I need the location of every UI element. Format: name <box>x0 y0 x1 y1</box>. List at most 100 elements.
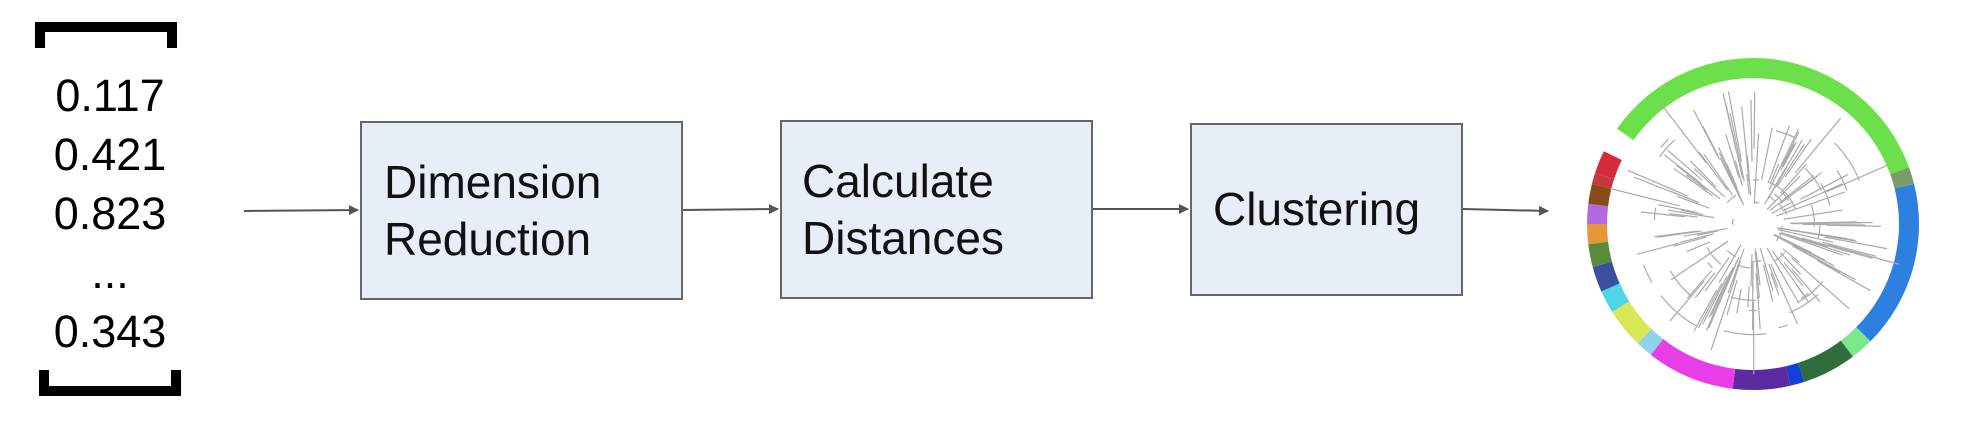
clustering-box: Clustering <box>1190 123 1463 296</box>
tree-branch <box>1669 280 1705 322</box>
tree-branch <box>1754 248 1760 299</box>
arrow-clustering-to-tree <box>1462 205 1549 216</box>
tree-branch <box>1698 282 1723 328</box>
ring-segment <box>1591 172 1615 189</box>
tree-branch <box>1786 234 1851 256</box>
tree-arc <box>1732 218 1734 225</box>
tree-branch <box>1741 106 1750 182</box>
tree-branch <box>1755 273 1759 299</box>
tree-branch <box>1761 127 1773 180</box>
tree-branch <box>1766 166 1788 201</box>
tree-branch <box>1668 209 1715 219</box>
tree-branch <box>1783 183 1843 211</box>
tree-branch <box>1693 289 1718 332</box>
tree-branch <box>1686 241 1711 253</box>
clustering-label: Clustering <box>1213 183 1421 235</box>
tree-branch <box>1782 238 1835 267</box>
tree-branch <box>1769 175 1815 211</box>
tree-arc <box>1810 204 1815 227</box>
tree-branch <box>1725 163 1737 187</box>
tree-branch <box>1669 212 1698 218</box>
tree-arc <box>1834 142 1860 181</box>
tree-branch <box>1821 243 1848 252</box>
tree-branch <box>1755 251 1761 286</box>
dimension-reduction-box: Dimension Reduction <box>360 121 683 300</box>
tree-branch <box>1783 261 1804 287</box>
tree-branch <box>1794 117 1842 174</box>
tree-branch <box>1826 224 1881 227</box>
tree-branch <box>1683 227 1728 237</box>
tree-branch <box>1736 288 1742 314</box>
tree-arc <box>1659 139 1675 158</box>
tree-branch <box>1663 154 1702 185</box>
tree-branch <box>1798 175 1819 191</box>
tree-arc <box>1804 167 1822 191</box>
dimension-reduction-label: Dimension Reduction <box>384 155 602 265</box>
tree-branch <box>1718 244 1742 284</box>
input-vector: 0.117 0.421 0.823 ... 0.343 <box>30 18 190 404</box>
tree-branch <box>1676 195 1710 209</box>
ring-segment <box>1612 301 1652 344</box>
ring-segment <box>1588 241 1612 267</box>
tree-branch <box>1768 263 1779 288</box>
tree-arc <box>1707 262 1714 269</box>
tree-branch <box>1703 153 1734 196</box>
tree-branch <box>1667 149 1703 181</box>
tree-branch <box>1750 99 1753 162</box>
ring-segment <box>1587 224 1609 245</box>
tree-branch <box>1727 248 1745 294</box>
tree-branch <box>1698 151 1729 191</box>
tree-branch <box>1817 260 1871 292</box>
tree-arc <box>1778 324 1789 329</box>
tree-branch <box>1693 167 1725 198</box>
circular-cluster-tree <box>1587 58 1919 390</box>
arrow-dimension-to-distances <box>682 204 779 215</box>
vector-bracket-bottom <box>39 370 181 396</box>
ring-segment <box>1650 339 1736 389</box>
tree-branch <box>1627 169 1689 197</box>
ring-segment <box>1587 203 1609 224</box>
tree-arc <box>1783 208 1788 215</box>
tree-branch <box>1679 233 1714 243</box>
tree-branch <box>1798 233 1834 243</box>
tree-branch <box>1708 270 1732 318</box>
tree-branch <box>1658 204 1698 214</box>
tree-branch <box>1768 128 1800 191</box>
tree-branch <box>1681 209 1704 216</box>
tree-arc <box>1754 201 1760 204</box>
ring-segment <box>1637 329 1664 355</box>
tree-branch <box>1779 163 1807 194</box>
tree-arc <box>1817 224 1821 240</box>
tree-branch <box>1726 168 1740 195</box>
ring-segment <box>1588 183 1612 207</box>
tree-arc <box>1774 251 1786 262</box>
tree-arc <box>1723 330 1767 336</box>
tree-branch <box>1746 174 1750 195</box>
tree-branch <box>1802 223 1866 226</box>
tree-arc <box>1726 250 1737 258</box>
tree-branch <box>1710 276 1737 351</box>
tree-branch <box>1822 241 1877 257</box>
tree-branch <box>1722 93 1738 153</box>
tree-arc <box>1785 193 1797 210</box>
tree-arc <box>1789 294 1819 314</box>
tree-branch <box>1654 230 1698 238</box>
tree-branch <box>1774 233 1812 254</box>
tree-arc <box>1836 170 1848 191</box>
tree-branch <box>1757 295 1761 330</box>
tree-branch <box>1783 209 1843 220</box>
tree-branch <box>1759 247 1774 291</box>
calculate-distances-box: Calculate Distances <box>780 120 1093 299</box>
tree-arc <box>1779 232 1782 237</box>
tree-branch <box>1767 125 1790 184</box>
tree-branch <box>1779 252 1801 275</box>
ring-segment <box>1592 261 1620 292</box>
tree-arc <box>1780 225 1783 232</box>
tree-branch <box>1824 164 1889 194</box>
tree-arc <box>1800 292 1809 300</box>
vector-value: 0.823 <box>53 188 167 239</box>
arrow-vector-to-dimension <box>243 205 359 216</box>
tree-branch <box>1673 167 1714 197</box>
tree-branch <box>1778 232 1844 256</box>
